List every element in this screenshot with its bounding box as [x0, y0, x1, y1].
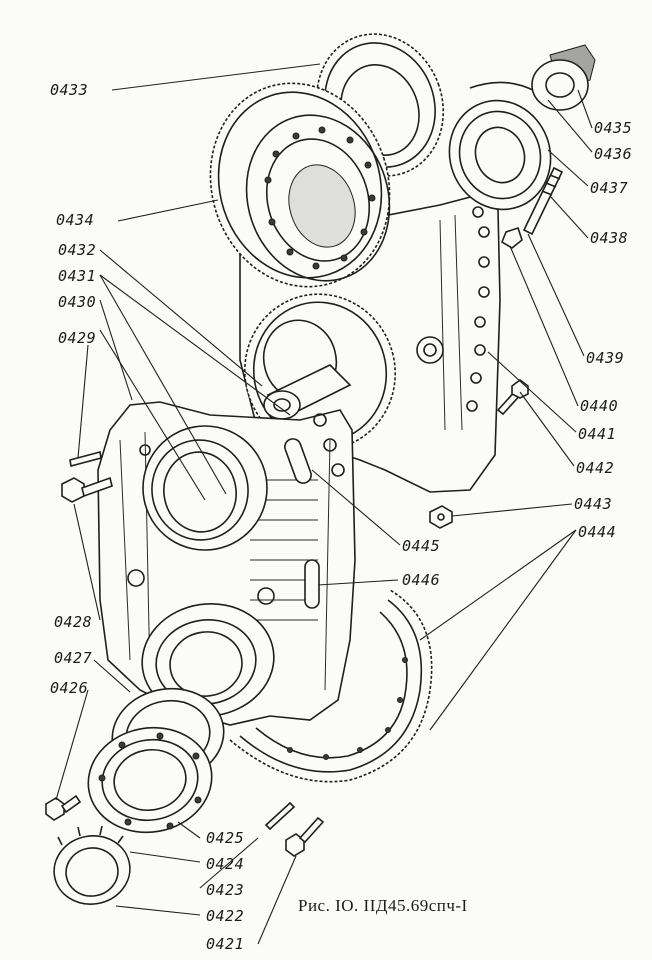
label-0444: 0444	[578, 523, 617, 541]
label-0438: 0438	[590, 229, 629, 247]
bearing-assembly-0437	[448, 81, 561, 211]
label-0421: 0421	[206, 935, 245, 953]
label-0431: 0431	[58, 267, 97, 285]
nut-assembly-0435	[531, 44, 596, 111]
middle-gear-0431	[243, 293, 397, 451]
ring-gear-0444	[229, 589, 433, 783]
label-0433: 0433	[50, 81, 89, 99]
label-0440: 0440	[580, 397, 619, 415]
bolt-0421	[285, 816, 325, 857]
label-0445: 0445	[402, 537, 441, 555]
label-0432: 0432	[58, 241, 97, 259]
large-gear-0434	[209, 82, 391, 288]
slot-0445	[284, 438, 312, 484]
label-0446: 0446	[402, 571, 441, 589]
label-0441: 0441	[578, 425, 617, 443]
nut-0439	[501, 226, 523, 249]
label-0437: 0437	[590, 179, 629, 197]
label-0434: 0434	[56, 211, 95, 229]
label-0424: 0424	[206, 855, 245, 873]
label-0443: 0443	[574, 495, 613, 513]
bolt-0442	[496, 379, 529, 416]
stud-bolt-0438	[522, 166, 564, 236]
bolt-0428	[61, 476, 113, 503]
housing-holes	[127, 413, 345, 605]
label-0429: 0429	[58, 329, 97, 347]
label-0435: 0435	[594, 119, 633, 137]
label-0425: 0425	[206, 829, 245, 847]
label-0423: 0423	[206, 881, 245, 899]
lock-washer-0424	[53, 825, 131, 905]
leader-lines	[55, 63, 593, 945]
label-0442: 0442	[576, 459, 615, 477]
nut-0443	[429, 505, 453, 529]
upper-bore-0430	[142, 425, 268, 551]
label-0430: 0430	[58, 293, 97, 311]
label-0436: 0436	[594, 145, 633, 163]
bolt-0426	[45, 794, 82, 821]
label-0439: 0439	[586, 349, 625, 367]
rear-plate-bolt-holes	[466, 206, 490, 412]
pin-0423	[264, 801, 296, 831]
figure-caption: Рис. IO. IIД45.69спч-I	[298, 896, 468, 915]
label-0426: 0426	[50, 679, 89, 697]
front-housing-ribs	[250, 479, 318, 621]
label-0428: 0428	[54, 613, 93, 631]
slot-0446	[304, 559, 320, 609]
label-0422: 0422	[206, 907, 245, 925]
cover-ring-0425	[87, 726, 213, 834]
pin-0429	[69, 451, 102, 467]
label-0427: 0427	[54, 649, 93, 667]
gear-0434-holes	[264, 126, 376, 270]
